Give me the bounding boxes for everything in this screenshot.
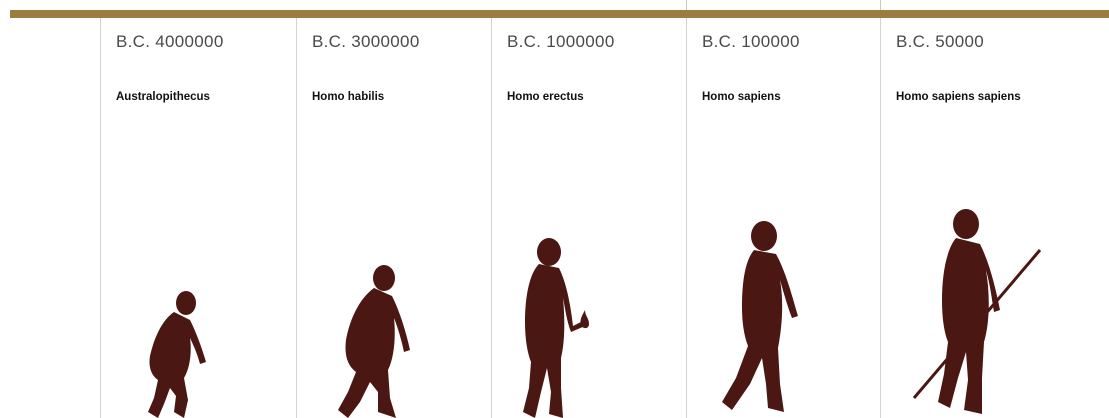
stage-homo-erectus: B.C. 1000000 Homo erectus [491,18,686,418]
homo-sapiens-silhouette-icon [686,18,880,418]
top-tick [686,0,687,10]
stage-homo-sapiens: B.C. 100000 Homo sapiens [686,18,880,418]
stage-homo-sapiens-sapiens: B.C. 50000 Homo sapiens sapiens [880,18,1109,418]
stage-australopithecus: B.C. 4000000 Australopithecus [100,18,296,418]
homo-sapiens-sapiens-silhouette-icon [880,18,1109,418]
australopithecus-silhouette-icon [100,18,296,418]
homo-habilis-silhouette-icon [296,18,491,418]
stage-homo-habilis: B.C. 3000000 Homo habilis [296,18,491,418]
top-tick [880,0,881,10]
timeline-top-bar [10,10,1109,18]
homo-erectus-silhouette-icon [491,18,686,418]
